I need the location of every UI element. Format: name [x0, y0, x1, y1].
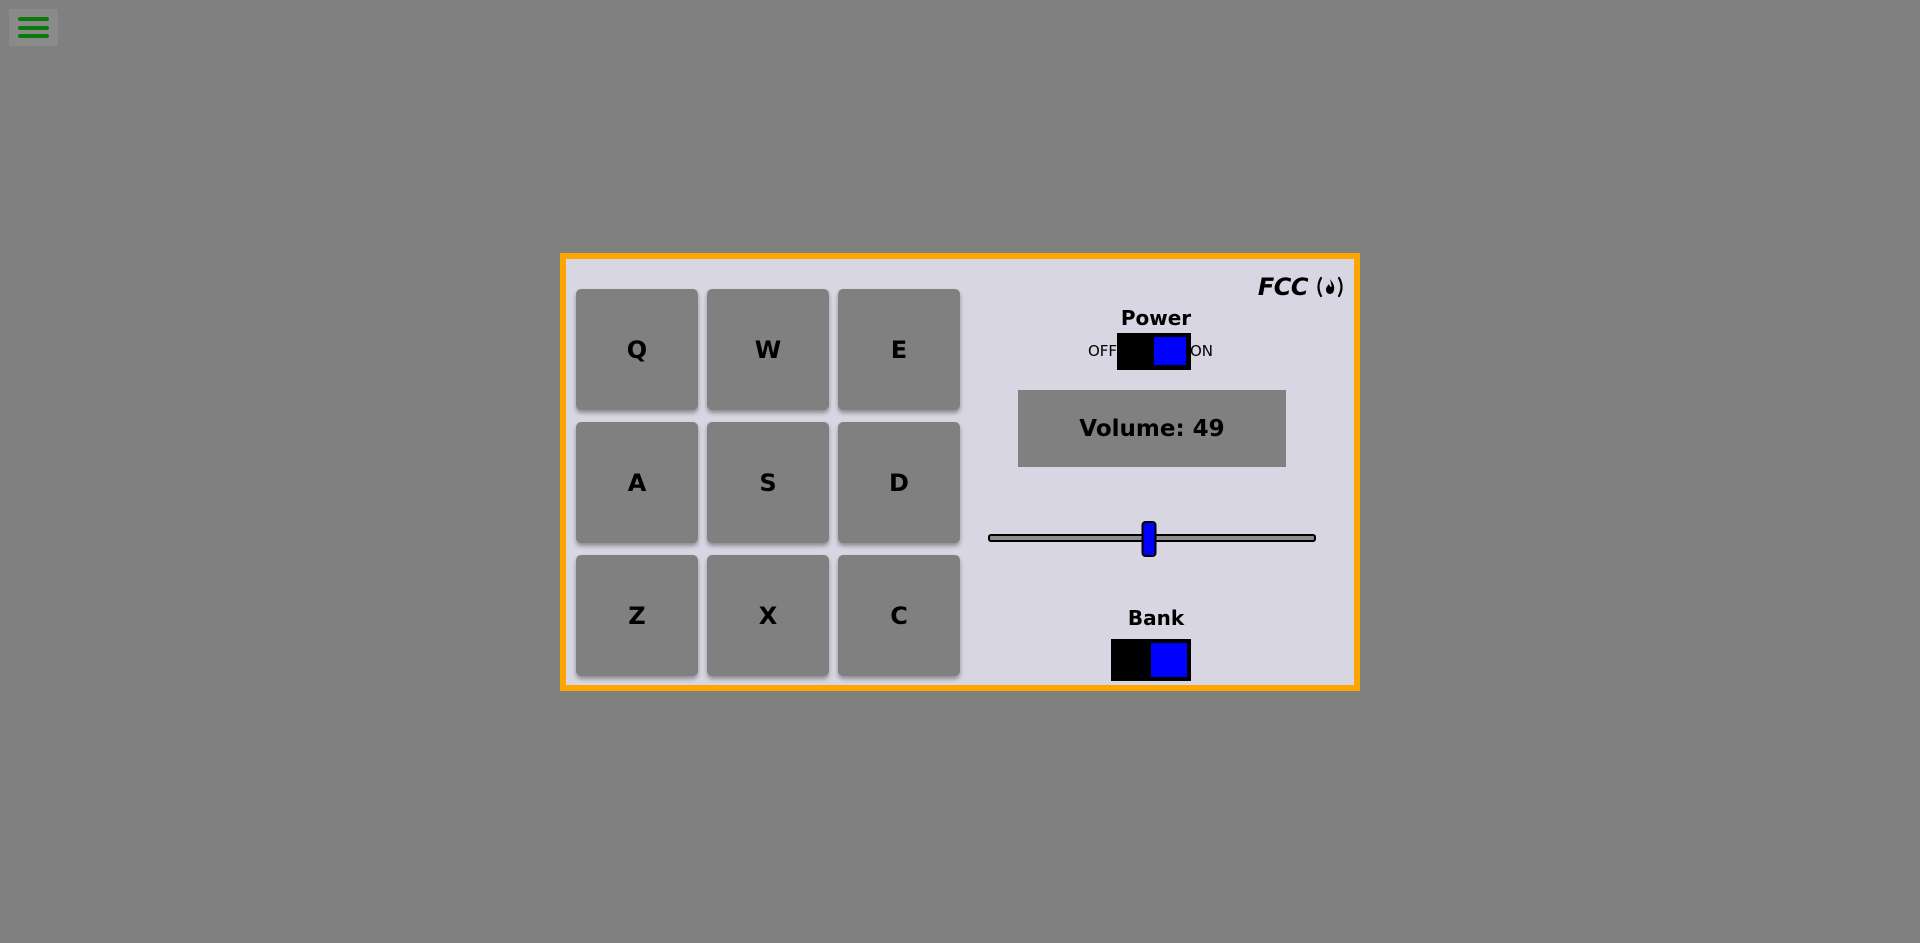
bank-label: Bank — [1127, 606, 1185, 630]
drum-machine: Q W E A S D Z X C FCC Power OFF ON Volum… — [560, 253, 1360, 691]
fcc-logo: FCC — [1258, 273, 1346, 301]
controls-panel: Power OFF ON — [986, 259, 1326, 685]
logo-text: FCC — [1257, 273, 1309, 301]
bank-toggle-knob — [1151, 643, 1187, 677]
drum-pad-z[interactable]: Z — [576, 555, 698, 676]
drum-pad-w[interactable]: W — [707, 289, 829, 410]
drum-pad-c[interactable]: C — [838, 555, 960, 676]
drum-pad-e[interactable]: E — [838, 289, 960, 410]
drum-pad-d[interactable]: D — [838, 422, 960, 543]
volume-slider[interactable] — [988, 518, 1316, 558]
hamburger-menu-icon — [18, 25, 49, 30]
power-on-label: ON — [1190, 342, 1214, 360]
power-toggle-knob — [1154, 337, 1186, 365]
bank-toggle[interactable] — [1111, 639, 1191, 681]
drum-pad-q[interactable]: Q — [576, 289, 698, 410]
menu-button[interactable] — [9, 9, 58, 46]
freecodecamp-flame-icon — [1317, 276, 1343, 298]
power-switch-row: OFF ON — [986, 333, 1326, 370]
pad-bank: Q W E A S D Z X C — [576, 289, 963, 676]
power-toggle[interactable] — [1117, 333, 1191, 370]
power-label: Power — [1120, 306, 1192, 330]
volume-slider-thumb[interactable] — [1141, 521, 1157, 557]
drum-pad-x[interactable]: X — [707, 555, 829, 676]
hamburger-menu-icon — [18, 17, 49, 21]
drum-pad-s[interactable]: S — [707, 422, 829, 543]
power-off-label: OFF — [1088, 342, 1118, 360]
volume-display: Volume: 49 — [1018, 390, 1286, 467]
drum-pad-a[interactable]: A — [576, 422, 698, 543]
hamburger-menu-icon — [18, 34, 49, 38]
